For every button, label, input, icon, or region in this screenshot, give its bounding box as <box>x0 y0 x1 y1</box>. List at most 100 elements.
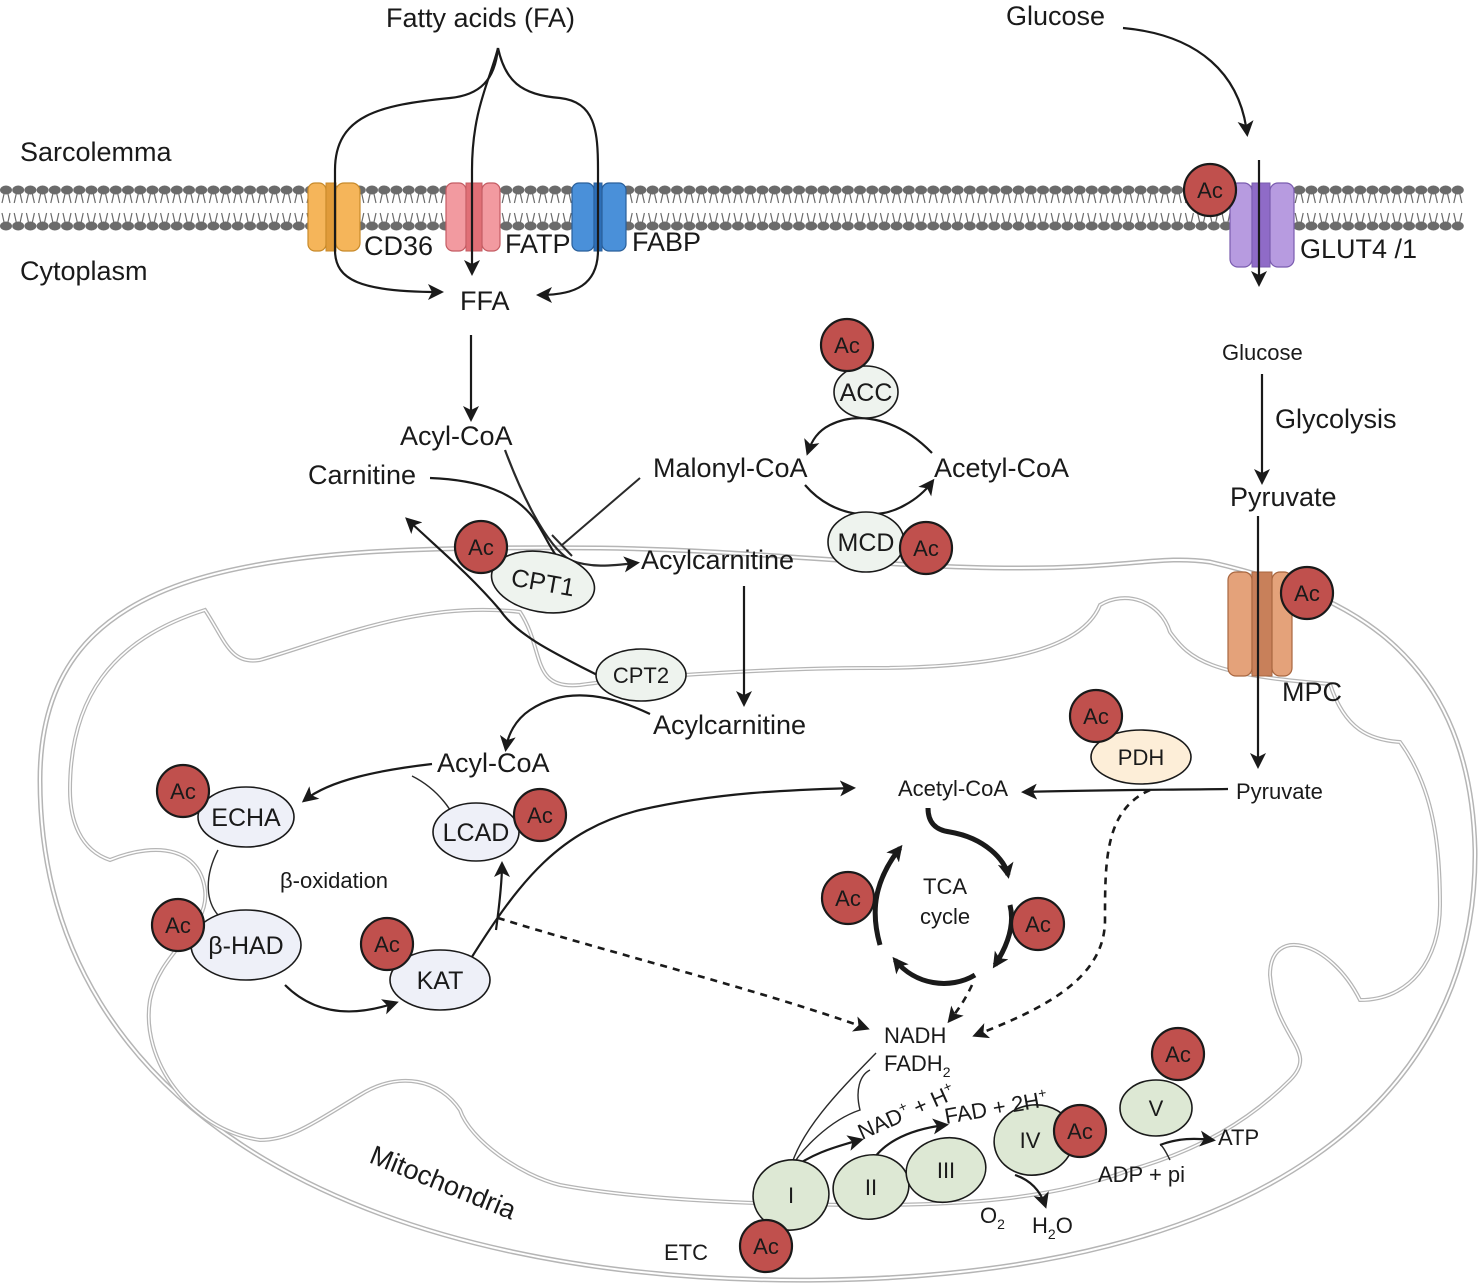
acylcarnitine-mito-label: Acylcarnitine <box>653 710 806 740</box>
o2-label: O2 <box>980 1203 1005 1232</box>
ac-mark-lcad: Ac <box>512 787 568 843</box>
kat-label: KAT <box>417 967 464 995</box>
ac-mark-kat-label: Ac <box>374 932 400 957</box>
pyruvate-to-acetylcoa-arrow <box>1021 783 1229 800</box>
ac-mark-mpc: Ac <box>1279 565 1335 621</box>
ac-mark-echa: Ac <box>155 763 211 819</box>
acetyl-coa-cyto-label: Acetyl-CoA <box>934 453 1069 483</box>
tca-to-nadh-dashed <box>947 984 974 1024</box>
ac-mark-tca-left-label: Ac <box>835 886 861 911</box>
glycolysis-label: Glycolysis <box>1275 404 1397 434</box>
ac-mark-complex4: Ac <box>1052 1103 1108 1159</box>
h2o-label: H2O <box>1032 1213 1073 1242</box>
etc-complex-5 <box>1119 1079 1193 1137</box>
pdh-label: PDH <box>1118 745 1164 770</box>
echa-to-bhad-line <box>207 849 219 916</box>
ac-mark-mcd: Ac <box>898 520 954 576</box>
cpt2-label: CPT2 <box>613 663 669 688</box>
complex4-to-water-arrow <box>1014 1173 1049 1209</box>
ac-mark-mcd-label: Ac <box>913 536 939 561</box>
ac-mark-mpc-label: Ac <box>1294 581 1320 606</box>
inner-membrane-cristae <box>67 596 1443 1208</box>
kat-to-acetylcoa-arrow <box>469 780 856 961</box>
ffa-label: FFA <box>460 286 510 316</box>
ac-mark-tca-right-label: Ac <box>1025 912 1051 937</box>
fa-uptake-arrows <box>333 47 600 303</box>
carnitine-to-acylcarnitine <box>429 476 557 556</box>
ac-mark-echa-label: Ac <box>170 779 196 804</box>
ac-mark-glut: Ac <box>1182 162 1238 218</box>
complex-5-label: V <box>1149 1096 1164 1121</box>
ac-mark-lcad-label: Ac <box>527 803 553 828</box>
fatty-acids-label: Fatty acids (FA) <box>386 3 575 33</box>
ac-mark-cpt1: Ac <box>453 519 509 575</box>
nad-label: NAD+ + H+ <box>853 1078 959 1145</box>
ac-mark-pdh-label: Ac <box>1083 704 1109 729</box>
ac-mark-complex5-label: Ac <box>1165 1042 1191 1067</box>
malonyl-coa-label: Malonyl-CoA <box>653 453 808 483</box>
pdh-to-nadh-dashed <box>972 788 1151 1039</box>
carnitine-return-arrow <box>405 517 627 691</box>
glucose-inner-label: Glucose <box>1222 340 1303 365</box>
glut-transporter <box>1229 182 1295 268</box>
echa-label: ECHA <box>211 804 281 832</box>
acylcarnitine-cyto-label: Acylcarnitine <box>641 545 794 575</box>
tca-label-line2: cycle <box>920 904 970 929</box>
bhad-to-kat-arrow <box>284 984 399 1015</box>
mitochondrion <box>37 545 1478 1283</box>
cytoplasm-label: Cytoplasm <box>20 256 148 286</box>
ac-mark-glut-label: Ac <box>1197 178 1223 203</box>
ac-mark-complex4-label: Ac <box>1067 1119 1093 1144</box>
malonyl-inhibition <box>551 477 641 557</box>
etc-complex-3 <box>905 1136 987 1204</box>
glucose-arrow-in <box>1122 26 1254 137</box>
complex-2-label: II <box>865 1175 877 1200</box>
sarcolemma-label: Sarcolemma <box>20 137 173 167</box>
ac-mark-complex1-label: Ac <box>753 1234 779 1259</box>
glut-label: GLUT4 /1 <box>1300 234 1417 264</box>
echa-enzyme-shape <box>197 786 295 848</box>
beta-oxidation-label: β-oxidation <box>280 868 388 893</box>
cd36-transporter <box>307 182 361 252</box>
pyruvate-cyto-label: Pyruvate <box>1230 482 1337 512</box>
complex1-nad-loop <box>789 1069 871 1171</box>
ac-mark-tca-right: Ac <box>1010 896 1066 952</box>
nadh-label: NADH <box>884 1023 946 1048</box>
tca-cycle-arrows <box>872 807 1015 986</box>
ac-mark-cpt1-label: Ac <box>468 535 494 560</box>
adp-to-complex5-line <box>1159 1144 1171 1161</box>
acyl-coa-cyto-label: Acyl-CoA <box>400 421 513 451</box>
atp-label: ATP <box>1218 1125 1259 1150</box>
ac-mark-complex1: Ac <box>738 1218 794 1274</box>
nadh-to-complex1-line <box>789 1052 877 1171</box>
ac-mark-pdh: Ac <box>1068 688 1124 744</box>
complex-1-label: I <box>788 1183 794 1208</box>
acc-enzyme-shape <box>833 365 899 419</box>
fatp-transporter <box>445 182 501 252</box>
complex5-to-atp-arrow <box>1159 1130 1216 1147</box>
acetyl-coa-mito-label: Acetyl-CoA <box>898 776 1008 801</box>
acc-label: ACC <box>840 379 893 407</box>
ac-mark-complex5: Ac <box>1150 1026 1206 1082</box>
pdh-enzyme-shape <box>1090 729 1192 785</box>
etc-complex-1 <box>752 1159 830 1231</box>
ac-mark-acc: Ac <box>819 317 875 373</box>
beta-had-label: β-HAD <box>208 932 284 960</box>
mpc-label: MPC <box>1282 677 1342 707</box>
pyruvate-mito-label: Pyruvate <box>1236 779 1323 804</box>
beta-ox-to-nadh-dashed <box>497 916 870 1032</box>
ac-mark-kat: Ac <box>359 916 415 972</box>
fadh2-label: FADH2 <box>884 1051 951 1080</box>
carnitine-label: Carnitine <box>308 460 416 490</box>
cpt1-enzyme-shape <box>490 550 596 614</box>
glucose-top-label: Glucose <box>1006 1 1105 31</box>
complex-4-label: IV <box>1020 1128 1041 1153</box>
fabp-label: FABP <box>632 227 701 257</box>
mcd-label: MCD <box>838 529 895 557</box>
cpt2-to-acylcoa-arrow <box>499 694 651 752</box>
etc-label: ETC <box>664 1240 708 1265</box>
kat-to-lcad-arrow <box>493 861 510 931</box>
ac-mark-acc-label: Ac <box>834 333 860 358</box>
